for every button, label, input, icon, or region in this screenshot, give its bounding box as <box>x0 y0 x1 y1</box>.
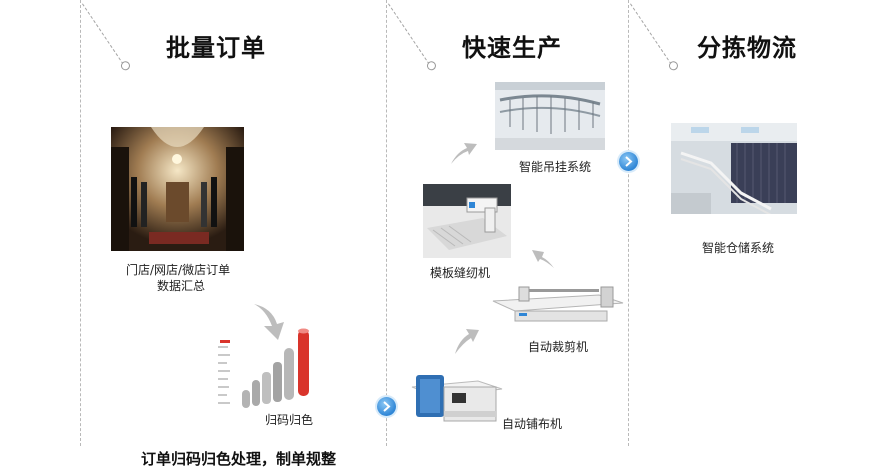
flow-next-button-icon <box>619 152 638 171</box>
column-title-sorting-logistics: 分拣物流 <box>697 33 797 62</box>
column-divider-right <box>628 0 629 446</box>
warehouse-caption: 智能仓储系统 <box>702 241 775 255</box>
column-title-fast-production: 快速生产 <box>462 33 562 62</box>
flow-arrow-up-icon <box>532 250 554 268</box>
column-divider-left <box>80 0 81 446</box>
cutting-caption: 自动裁剪机 <box>528 340 589 354</box>
column-divider-middle <box>386 0 387 446</box>
hanging-caption: 智能吊挂系统 <box>519 160 592 174</box>
column-title-batch-orders: 批量订单 <box>166 33 266 62</box>
summary-text: 订单归码归色处理，制单规整 <box>141 450 337 468</box>
template-sewing-machine-photo <box>423 184 511 258</box>
store-caption-line2: 数据汇总 <box>157 279 206 293</box>
store-interior-photo <box>111 127 244 251</box>
auto-cutting-machine-photo <box>489 281 625 327</box>
flow-arrow-up-right-icon <box>451 143 477 164</box>
hanging-hook-icon <box>388 2 434 69</box>
hanging-hook-icon <box>82 2 128 69</box>
smart-warehouse-photo <box>671 123 797 214</box>
size-color-bars-graphic <box>218 328 309 408</box>
hanging-hook-icon <box>630 2 676 69</box>
template-caption: 模板缝纫机 <box>430 266 491 280</box>
spreading-caption: 自动铺布机 <box>502 417 563 431</box>
hanging-system-photo <box>495 82 605 150</box>
chart-caption: 归码归色 <box>265 413 314 427</box>
flow-arrow-up-right-icon <box>455 329 479 354</box>
store-caption-line1: 门店/网店/微店订单 <box>126 263 231 277</box>
flow-arrow-down-icon <box>254 304 284 340</box>
auto-spreading-machine-photo <box>408 367 504 429</box>
flow-next-button-icon <box>377 397 396 416</box>
